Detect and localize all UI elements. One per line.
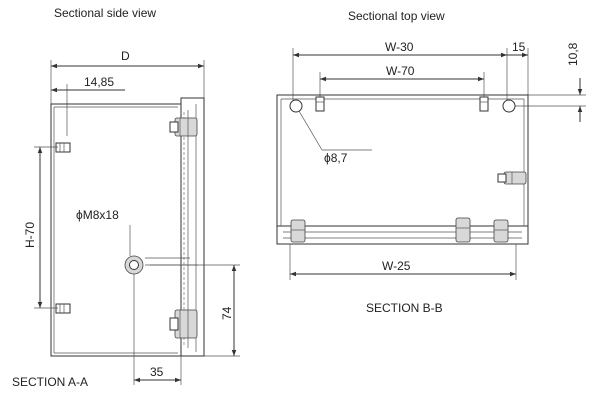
- offset-label: 14,85: [84, 75, 114, 89]
- bottom-label: 74: [220, 306, 234, 320]
- edge-label: 15: [512, 40, 526, 54]
- height-label: H-70: [23, 222, 37, 248]
- mounting-stud-bottom: [55, 303, 71, 314]
- earthing-bolt: [124, 255, 198, 275]
- top-view: Sectional top view W-30 15 W-70 10,8: [276, 9, 586, 315]
- hole-leader: [298, 110, 323, 151]
- w30-label: W-30: [385, 40, 414, 54]
- side-view-title: Sectional side view: [54, 6, 156, 20]
- section-bb-label: SECTION B-B: [366, 301, 443, 315]
- w25-label: W-25: [382, 259, 411, 273]
- rim-label: 10,8: [566, 42, 580, 66]
- enclosure-body-top: [276, 94, 529, 227]
- hole-label: ϕ8,7: [324, 151, 348, 165]
- hinge-top: [169, 117, 198, 137]
- door-hinge-right: [493, 219, 509, 243]
- top-stud-right: [479, 96, 489, 112]
- mounting-stud-top: [55, 142, 71, 153]
- hinge-bottom: [169, 309, 198, 339]
- side-lock: [497, 171, 527, 185]
- top-view-title: Sectional top view: [348, 9, 445, 23]
- section-aa-label: SECTION A-A: [12, 375, 88, 389]
- fixing-hole-left: [289, 99, 303, 113]
- door-profile: [180, 97, 205, 357]
- bolt-offset-label: 35: [150, 365, 164, 379]
- w70-label: W-70: [386, 64, 415, 78]
- door-hinge-left: [290, 219, 306, 243]
- fixing-hole-right: [502, 99, 516, 113]
- top-stud-left: [315, 96, 325, 112]
- door-profile-top: [276, 226, 529, 245]
- bolt-label: ϕM8x18: [76, 208, 119, 222]
- door-lock-center: [455, 217, 471, 243]
- depth-label: D: [121, 49, 130, 63]
- side-view: Sectional side view D 14,85: [12, 6, 240, 389]
- enclosure-body-side: [50, 103, 182, 357]
